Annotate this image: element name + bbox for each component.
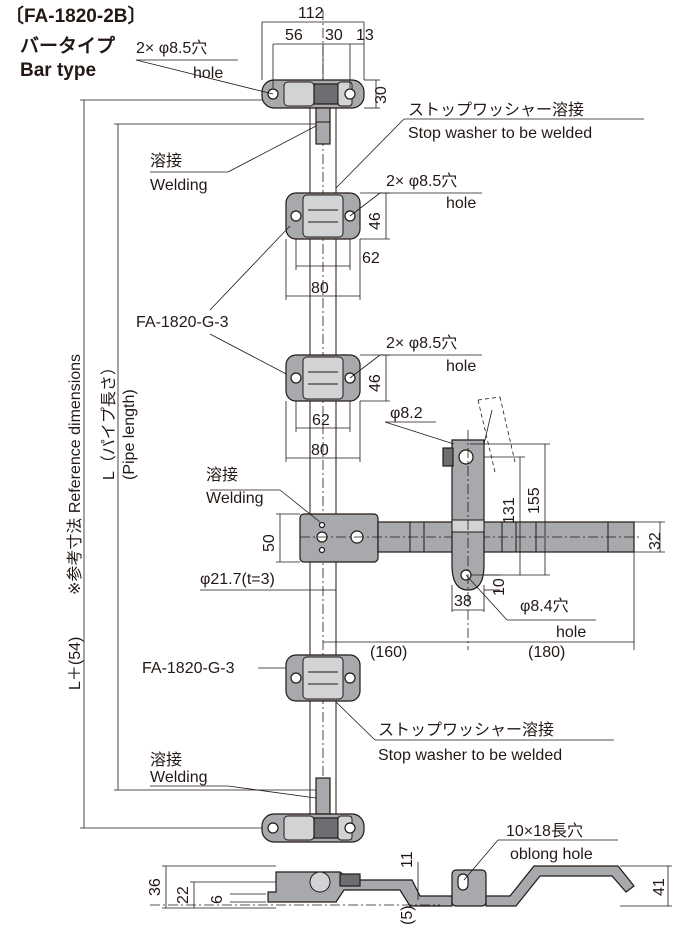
dim-side-22: 22 xyxy=(175,886,192,904)
pipe-dia-label: φ21.7(t=3) xyxy=(200,571,275,588)
dim-guide2-62: 62 xyxy=(312,412,330,429)
dim-155: 155 xyxy=(526,487,543,514)
bar-height-dimension: 50 φ21.7(t=3) xyxy=(200,513,336,591)
guide1-hole-en: hole xyxy=(446,195,476,212)
dim-180: (180) xyxy=(528,644,565,661)
guide1-hole-ja: 2× φ8.5穴 xyxy=(386,172,457,190)
welding-ja-upper: 溶接 xyxy=(150,152,182,170)
stop-washer-callout-top: ストップワッシャー溶接 Stop washer to be welded xyxy=(335,101,644,189)
guide-part-label-upper: FA-1820-G-3 xyxy=(136,314,229,331)
top-bracket xyxy=(261,79,365,145)
dim-guide2-46: 46 xyxy=(367,374,384,392)
type-en-label: Bar type xyxy=(20,60,96,81)
dim-guide1-46: 46 xyxy=(367,212,384,230)
stop-washer-ja-bottom: ストップワッシャー溶接 xyxy=(378,721,554,739)
side-view: 36 22 6 11 (5) 41 10×18長穴 oblong hole xyxy=(147,822,672,925)
guide-part-label-lower: FA-1820-G-3 xyxy=(142,660,235,677)
dim-131: 131 xyxy=(501,497,518,524)
top-hole-callout: 2× φ8.5穴 hole xyxy=(135,39,274,95)
stop-washer-callout-bottom: ストップワッシャー溶接 Stop washer to be welded xyxy=(335,701,614,764)
dim-side-41: 41 xyxy=(651,878,668,896)
handle-bar xyxy=(299,513,642,563)
dim-side-6: 6 xyxy=(209,895,226,904)
guide2-hole-en: hole xyxy=(446,358,476,375)
welding-ja-middle: 溶接 xyxy=(206,466,238,484)
bottom-bracket xyxy=(261,777,365,843)
welding-ja-lower: 溶接 xyxy=(150,751,182,769)
stop-washer-ja-top: ストップワッシャー溶接 xyxy=(408,101,584,119)
pivot-hole-ja: φ8.4穴 xyxy=(520,597,569,615)
guide-1 xyxy=(285,192,361,240)
slot-en-label: oblong hole xyxy=(510,846,593,863)
welding-callout-lower: 溶接 Welding xyxy=(150,751,317,799)
reference-dimensions-label: ※参考寸法 Reference dimensions xyxy=(66,354,84,595)
dim-38: 38 xyxy=(454,593,472,610)
dim-50: 50 xyxy=(261,534,278,552)
welding-callout-middle: 溶接 Welding xyxy=(206,466,321,523)
dim-total-length: L＋(54) xyxy=(67,637,84,690)
slot-ja-label: 10×18長穴 xyxy=(506,822,583,840)
guide-3-callout: FA-1820-G-3 xyxy=(142,660,286,677)
pivot-hole-en: hole xyxy=(556,624,586,641)
handle-dimensions: φ8.2 131 155 38 10 φ8.4穴 hole 32 (160) (… xyxy=(323,405,665,661)
top-hole-en: hole xyxy=(193,65,223,82)
top-hole-ja: 2× φ8.5穴 xyxy=(136,39,207,57)
pivot-lever xyxy=(442,396,516,650)
guide2-hole-ja: 2× φ8.5穴 xyxy=(386,334,457,352)
stop-washer-en-top: Stop washer to be welded xyxy=(408,125,592,142)
dim-side-11: 11 xyxy=(399,851,416,868)
dim-guide1-80: 80 xyxy=(311,280,329,297)
model-title: 〔FA-1820-2B〕 xyxy=(5,4,147,27)
welding-callout-upper: 溶接 Welding xyxy=(150,125,317,194)
type-ja-label: バータイプ xyxy=(20,34,116,57)
pin-dia-label: φ8.2 xyxy=(390,405,423,422)
welding-en-middle: Welding xyxy=(206,490,264,507)
dim-guide1-62: 62 xyxy=(362,250,380,267)
welding-en-upper: Welding xyxy=(150,177,208,194)
dim-guide2-80: 80 xyxy=(311,442,329,459)
dim-13: 13 xyxy=(356,27,374,44)
dim-30: 30 xyxy=(325,27,343,44)
pipe-length-en-label: (Pipe length) xyxy=(121,389,138,480)
dim-160: (160) xyxy=(370,644,407,661)
overall-dimensions: L＋(54) ※参考寸法 Reference dimensions L（パイプ長… xyxy=(66,99,316,829)
guide-part-callout: FA-1820-G-3 xyxy=(136,225,291,377)
pipe-length-ja-label: L（パイプ長さ） xyxy=(100,359,118,480)
dim-10: 10 xyxy=(491,578,508,596)
dim-56: 56 xyxy=(285,27,303,44)
guide-2-dimensions: 2× φ8.5穴 hole 46 62 80 xyxy=(285,334,482,462)
top-dimensions: 112 56 30 13 30 xyxy=(261,5,390,109)
dim-32: 32 xyxy=(647,532,664,550)
dim-side-36: 36 xyxy=(147,878,164,896)
dim-side-5: (5) xyxy=(399,905,416,925)
dim-top-30: 30 xyxy=(373,86,390,104)
guide-3 xyxy=(285,654,361,702)
stop-washer-en-bottom: Stop washer to be welded xyxy=(378,747,562,764)
guide-2 xyxy=(285,354,361,402)
welding-en-lower: Welding xyxy=(150,769,208,786)
guide-1-dimensions: 2× φ8.5穴 hole 46 62 80 xyxy=(285,172,482,300)
dim-112: 112 xyxy=(298,5,324,22)
